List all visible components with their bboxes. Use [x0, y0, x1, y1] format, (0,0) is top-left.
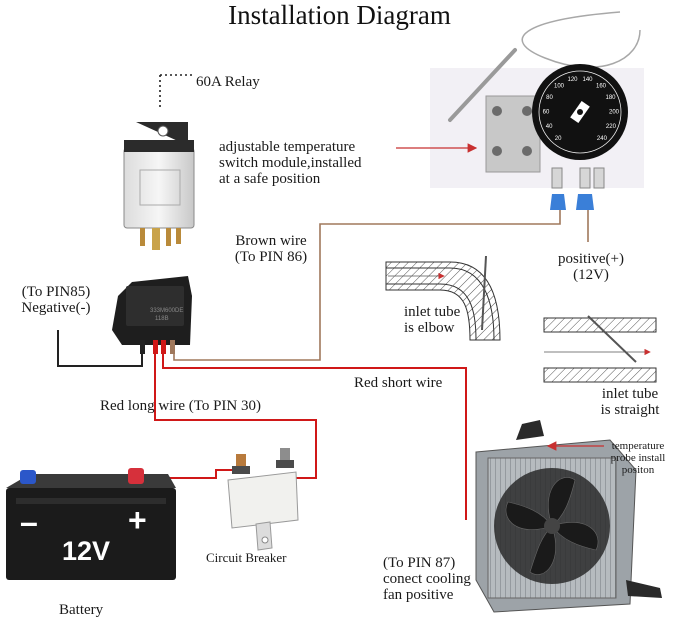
temperature-probe [448, 48, 517, 122]
socket-wire-stub [153, 340, 158, 354]
battery-label: Battery [59, 602, 104, 618]
radiator-inlet-hose [516, 420, 544, 440]
switch-terminal [593, 167, 605, 189]
dial-number: 40 [546, 124, 553, 130]
dial-number: 160 [596, 83, 607, 89]
fan-hub [544, 518, 560, 534]
socket-wire-stub [170, 340, 175, 354]
red-long-wire-label: Red long wire (To PIN 30) [100, 398, 262, 414]
dial-number: 60 [543, 110, 550, 116]
battery-minus-sign: – [20, 504, 38, 540]
blue-connector-left [550, 194, 566, 210]
inlet-elbow-label: inlet tube is elbow [404, 304, 461, 336]
breaker-stud [280, 448, 290, 468]
dial-number: 80 [546, 95, 553, 101]
positive-terminal [128, 468, 144, 484]
battery-12v [6, 468, 176, 580]
dial-number: 100 [554, 83, 565, 89]
radiator-cooling-fan [475, 420, 662, 613]
elbow-probe [481, 255, 487, 331]
relay-body [123, 147, 195, 229]
dial-number: 20 [555, 136, 562, 142]
relay-label: 60A Relay [196, 74, 260, 90]
switch-terminal [551, 167, 563, 189]
circuit-breaker-label: Circuit Breaker [206, 550, 287, 565]
socket-wire-stub [140, 340, 145, 354]
elbow-tube-wall [385, 261, 501, 341]
socket-print-2: 118B [155, 316, 169, 322]
dial-number: 120 [567, 77, 578, 83]
battery-voltage-label: 12V [62, 536, 111, 566]
negative-wire [57, 330, 143, 367]
inlet-straight-illustration [543, 315, 657, 383]
straight-probe [587, 315, 637, 363]
straight-tube-top [543, 317, 657, 333]
capillary-tube [521, 11, 641, 68]
brown-wire-label: Brown wire (To PIN 86) [234, 233, 308, 265]
diagram-title: Installation Diagram [228, 0, 451, 30]
brown-wire [173, 210, 561, 361]
probe-position-label: temperature probe install positon [610, 440, 666, 476]
inlet-elbow-illustration [385, 255, 501, 341]
fan-blades [505, 477, 599, 575]
switch-terminal [579, 167, 591, 189]
switch-module-label: adjustable temperature switch module,ins… [219, 139, 362, 187]
circuit-breaker [227, 448, 299, 551]
blue-connector-right [576, 194, 594, 210]
dial-number: 180 [605, 95, 616, 101]
dial-number: 240 [597, 136, 608, 142]
negative-terminal [20, 470, 36, 484]
socket-wire-stub [161, 340, 166, 354]
relay-60a [123, 74, 195, 250]
socket-print: 333M600DE [150, 308, 183, 314]
breaker-bracket [255, 521, 273, 551]
radiator-outlet-hose [626, 580, 662, 598]
red-short-wire-label: Red short wire [354, 375, 443, 391]
relay-pin [176, 228, 181, 244]
pin87-label: (To PIN 87) conect cooling fan positive [383, 555, 471, 603]
negative-label: (To PIN85) Negative(-) [21, 284, 91, 316]
battery-body [6, 488, 176, 580]
red-short-wire [162, 352, 467, 520]
relay-pin [152, 228, 160, 250]
dial-number: 220 [606, 124, 617, 130]
breaker-body [227, 471, 299, 529]
breaker-stud [236, 454, 246, 474]
battery-plus-sign: + [128, 502, 147, 538]
straight-tube-bottom [543, 367, 657, 383]
relay-pin [166, 228, 171, 246]
red-long-wire [154, 352, 317, 479]
positive-label: positive(+) (12V) [558, 251, 624, 283]
relay-pin [140, 228, 145, 246]
dial-number: 200 [609, 110, 620, 116]
breaker-to-battery-wire [140, 469, 238, 479]
dial-number: 140 [582, 77, 593, 83]
inlet-straight-label: inlet tube is straight [600, 386, 660, 418]
relay-socket: 333M600DE 118B [112, 276, 192, 354]
